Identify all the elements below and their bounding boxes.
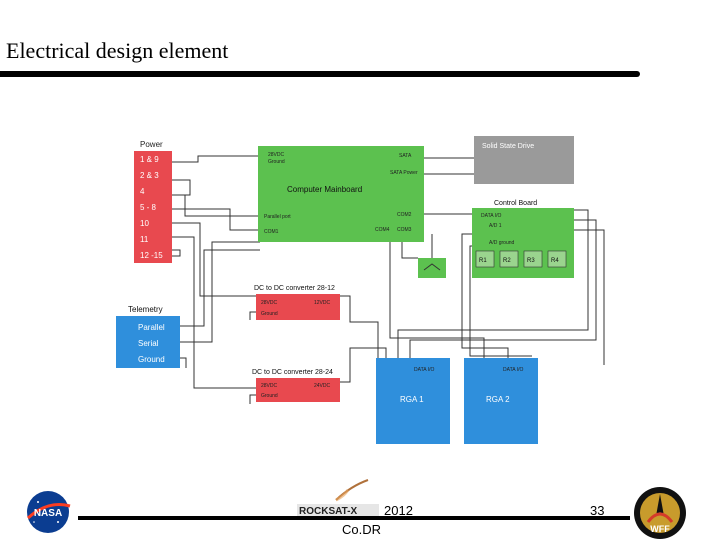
mainboard-com2: COM2 xyxy=(397,212,412,218)
telemetry-row: Serial xyxy=(138,339,159,348)
switch-icon xyxy=(423,263,441,271)
footer-divider xyxy=(78,516,630,520)
rocksat-logo: ROCKSAT-X xyxy=(297,479,379,517)
rga1-title: RGA 1 xyxy=(400,395,424,404)
mainboard-title: Computer Mainboard xyxy=(287,185,362,194)
telemetry-title: Telemetry xyxy=(128,305,163,314)
control-data-io: DATA I/O xyxy=(481,213,501,219)
converter2-title: DC to DC converter 28-24 xyxy=(252,369,333,376)
power-row: 11 xyxy=(140,235,149,244)
relay-box xyxy=(523,250,543,268)
mainboard-com1: COM1 xyxy=(264,229,279,235)
telemetry-row: Parallel xyxy=(138,323,165,332)
mainboard-block: 28VDC Ground SATA SATA Power Computer Ma… xyxy=(258,146,424,242)
converter1-block: DC to DC converter 28-12 28VDC Ground 12… xyxy=(254,285,340,320)
power-row: 4 xyxy=(140,187,145,196)
power-block: Power 1 & 9 2 & 3 4 5 - 8 10 11 12 -15 xyxy=(134,140,172,263)
relay-label: R3 xyxy=(527,258,535,264)
relay-label: R4 xyxy=(551,258,559,264)
ssd-title: Solid State Drive xyxy=(482,143,534,150)
mainboard-parallel: Parallel port xyxy=(264,214,291,220)
control-board-block: Control Board DATA I/O A/D 1 A/D ground … xyxy=(418,200,574,278)
footer-subtitle: Co.DR xyxy=(342,522,382,537)
power-box xyxy=(134,151,172,263)
converter2-in-gnd: Ground xyxy=(261,393,278,399)
power-row: 1 & 9 xyxy=(140,155,159,164)
relay-label: R1 xyxy=(479,258,487,264)
nasa-logo: NASA xyxy=(26,491,71,533)
mainboard-sata: SATA xyxy=(399,153,412,159)
mainboard-sata-power: SATA Power xyxy=(390,170,418,176)
mainboard-com3: COM3 xyxy=(397,227,412,233)
ssd-block: Solid State Drive xyxy=(474,136,574,184)
wff-logo-text: WFF xyxy=(650,524,670,534)
rocksat-logo-text: ROCKSAT-X xyxy=(299,506,357,517)
ssd-box xyxy=(474,136,574,184)
rga1-data-io: DATA I/O xyxy=(414,367,434,373)
power-row: 5 - 8 xyxy=(140,203,157,212)
rga2-block: DATA I/O RGA 2 xyxy=(464,358,538,444)
relay-box xyxy=(499,250,519,268)
converter2-out-v: 24VDC xyxy=(314,383,331,389)
converter2-in-v: 28VDC xyxy=(261,383,278,389)
mainboard-28v: 28VDC xyxy=(268,152,285,158)
converter1-in-gnd: Ground xyxy=(261,311,278,317)
relay-box xyxy=(475,250,495,268)
title-divider xyxy=(0,71,640,77)
slide-title: Electrical design element xyxy=(6,38,229,63)
page-number: 33 xyxy=(590,503,605,518)
converter1-out-v: 12VDC xyxy=(314,300,331,306)
relay-row: R1 R2 R3 R4 xyxy=(475,250,567,268)
wires xyxy=(172,155,605,404)
mainboard-box xyxy=(258,146,424,242)
switch-box xyxy=(418,258,446,278)
rga1-block: DATA I/O RGA 1 xyxy=(376,358,450,444)
control-board-title: Control Board xyxy=(494,200,537,207)
control-ad-ground: A/D ground xyxy=(489,240,515,246)
power-rows: 1 & 9 2 & 3 4 5 - 8 10 11 12 -15 xyxy=(140,155,163,260)
rga2-data-io: DATA I/O xyxy=(503,367,523,373)
footer-year: 2012 xyxy=(384,503,413,518)
relay-label: R2 xyxy=(503,258,511,264)
relay-box xyxy=(547,250,567,268)
rga2-box xyxy=(464,358,538,444)
power-row: 10 xyxy=(140,219,149,228)
converter2-box xyxy=(256,378,340,402)
converter1-in-v: 28VDC xyxy=(261,300,278,306)
telemetry-box xyxy=(116,316,180,368)
converter1-box xyxy=(256,294,340,320)
wff-logo: WFF xyxy=(634,487,686,539)
nasa-logo-text: NASA xyxy=(34,508,62,519)
mainboard-com4: COM4 xyxy=(375,227,390,233)
converter2-block: DC to DC converter 28-24 28VDC Ground 24… xyxy=(252,369,340,402)
rga2-title: RGA 2 xyxy=(486,395,510,404)
power-title: Power xyxy=(140,140,163,149)
rga1-box xyxy=(376,358,450,444)
control-ad1: A/D 1 xyxy=(489,223,502,229)
power-row: 12 -15 xyxy=(140,251,163,260)
telemetry-row: Ground xyxy=(138,355,165,364)
power-row: 2 & 3 xyxy=(140,171,159,180)
converter1-title: DC to DC converter 28-12 xyxy=(254,285,335,292)
mainboard-ground: Ground xyxy=(268,159,285,165)
